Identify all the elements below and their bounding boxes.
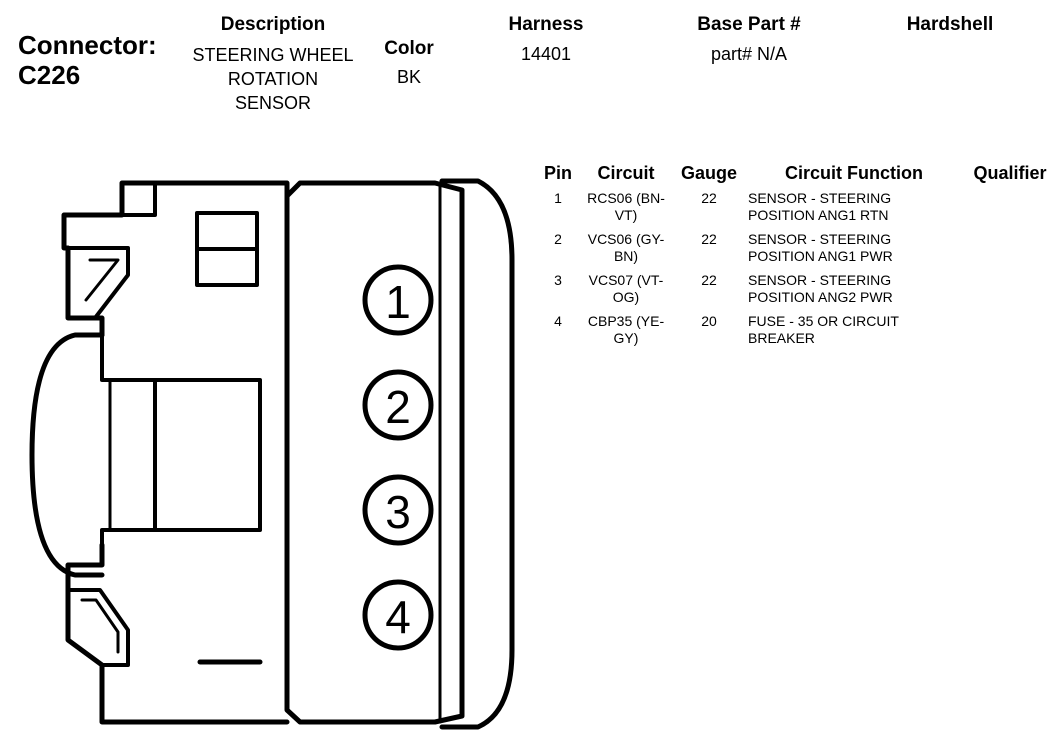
circuit-cell: RCS06 (BN-VT) — [580, 190, 672, 231]
lower-latch-ramp — [66, 588, 130, 667]
circuit-line: VCS06 (GY- — [587, 231, 665, 247]
connector-end-cap — [439, 178, 515, 730]
function-line: SENSOR - STEERING — [748, 231, 892, 247]
function-line: FUSE - 35 OR CIRCUIT — [748, 313, 899, 329]
gauge-cell: 22 — [701, 231, 717, 247]
function-line: SENSOR - STEERING — [748, 272, 892, 288]
latch-bulge — [29, 332, 105, 578]
function-line: POSITION ANG1 PWR — [748, 248, 893, 264]
pin-cavity-4: 4 — [362, 579, 434, 651]
connector-outline — [29, 178, 515, 730]
circuit-line: RCS06 (BN- — [587, 190, 665, 206]
lower-latch-ramp-inner — [80, 598, 120, 654]
description-line: SENSOR — [234, 93, 312, 113]
function-line: POSITION ANG2 PWR — [748, 289, 893, 305]
circuit-line: OG) — [612, 289, 640, 305]
connector-label-text: Connector: — [18, 30, 157, 60]
circuit-cell: VCS06 (GY-BN) — [580, 231, 672, 272]
color-header: Color — [384, 38, 434, 59]
pin-label: 2 — [385, 381, 411, 433]
hardshell-header: Hardshell — [906, 14, 994, 35]
base-part-value: part# N/A — [710, 44, 788, 64]
pin-cavity-1: 1 — [362, 264, 434, 336]
circuit-line: VT) — [614, 207, 638, 223]
harness-header: Harness — [508, 14, 584, 35]
pin-table-header-row: Pin Circuit Gauge Circuit Function Quali… — [536, 163, 1060, 190]
upper-latch-ramp — [66, 246, 130, 320]
housing-inner-frame — [100, 333, 262, 547]
circuit-line: GY) — [613, 330, 639, 346]
pin-label: 4 — [385, 591, 411, 643]
color-value: BK — [396, 67, 421, 87]
gauge-cell: 22 — [701, 272, 717, 288]
column-header-pin: Pin — [543, 163, 572, 183]
pin-cavities: 1 2 3 4 — [362, 264, 434, 651]
top-tab — [120, 181, 157, 217]
gauge-cell: 22 — [701, 190, 717, 206]
gauge-cell: 20 — [701, 313, 717, 329]
connector-label: Connector: C226 — [18, 30, 157, 90]
pin-cavity-3: 3 — [362, 474, 434, 546]
circuit-cell: VCS07 (VT-OG) — [580, 272, 672, 313]
circuit-line: CBP35 (YE- — [587, 313, 665, 329]
function-line: BREAKER — [748, 330, 815, 346]
base-part-header: Base Part # — [697, 14, 801, 35]
pin-table: Pin Circuit Gauge Circuit Function Quali… — [536, 163, 1060, 354]
description-header: Description — [220, 14, 326, 35]
pin-cell: 4 — [554, 313, 562, 329]
circuit-line: VCS07 (VT- — [588, 272, 664, 288]
housing-outline — [61, 180, 290, 725]
column-header-gauge: Gauge — [680, 163, 737, 183]
circuit-line: BN) — [613, 248, 639, 264]
pin-label: 3 — [385, 486, 411, 538]
harness-value: 14401 — [520, 44, 572, 64]
pin-circle — [362, 369, 434, 441]
circuit-cell: CBP35 (YE-GY) — [580, 313, 672, 354]
pin-label: 1 — [385, 276, 411, 328]
connector-id: C226 — [18, 60, 81, 90]
column-header-circuit: Circuit — [597, 163, 655, 183]
column-header-qualifier: Qualifier — [973, 163, 1047, 183]
pin-circle — [362, 264, 434, 336]
function-line: SENSOR - STEERING — [748, 190, 892, 206]
description-line: ROTATION — [227, 69, 319, 89]
upper-latch-ramp-inner — [84, 258, 120, 302]
pin-cell: 3 — [554, 272, 562, 288]
description-value: STEERING WHEEL ROTATION SENSOR — [175, 43, 371, 115]
pin-circle — [362, 579, 434, 651]
pin-cavity-2: 2 — [362, 369, 434, 441]
pin-circle — [362, 474, 434, 546]
column-header-circuit-function: Circuit Function — [785, 163, 923, 183]
pin-cell: 2 — [554, 231, 562, 247]
description-line: STEERING WHEEL — [192, 45, 354, 65]
connector-body — [284, 180, 465, 725]
pin-cell: 1 — [554, 190, 562, 206]
function-line: POSITION ANG1 RTN — [748, 207, 889, 223]
